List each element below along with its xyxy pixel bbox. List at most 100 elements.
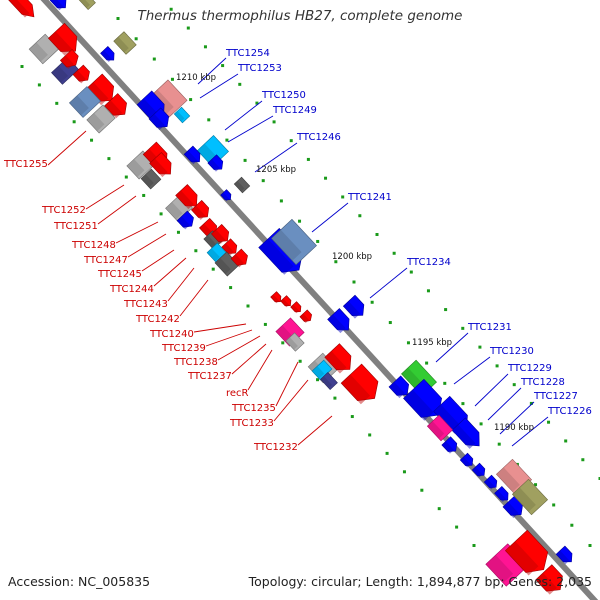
gene-glyph (471, 462, 486, 478)
gene-shadow (149, 113, 165, 131)
tick-mark (409, 270, 413, 274)
gene-shadow (484, 478, 495, 490)
gene-arrow (2, 0, 35, 18)
tick-mark (298, 359, 302, 363)
gene-glyph (211, 223, 230, 244)
reverse-leader-line (179, 279, 209, 317)
gene-arrow (471, 462, 486, 477)
tick-mark (385, 451, 389, 455)
gene-arrow (535, 564, 563, 592)
gene-glyph (483, 474, 498, 490)
tick-mark (588, 544, 592, 547)
gene-shadow (100, 50, 112, 62)
tick-mark (107, 157, 111, 161)
tick-mark (420, 488, 424, 492)
tick-mark (334, 260, 338, 264)
gene-shadow (234, 180, 245, 192)
reverse-gene-label: TTC1239 (161, 343, 206, 354)
gene-shadow (403, 389, 434, 421)
gene-glyph (183, 145, 201, 165)
gene-arrow (59, 49, 79, 68)
gene-glyph (78, 0, 96, 10)
tick-mark (529, 401, 533, 405)
forward-gene-label: TTC1241 (347, 192, 392, 203)
accession-text: Accession: NC_005835 (8, 574, 151, 589)
tick-mark (229, 286, 233, 290)
gene-glyph (504, 529, 549, 576)
gene-glyph (511, 478, 549, 516)
gene-shadow (207, 248, 220, 262)
gene-arrow (324, 343, 352, 370)
reverse-leader-line (47, 130, 87, 166)
gene-shadow (175, 190, 194, 210)
tick-mark (552, 503, 556, 507)
forward-gene-label: TTC1246 (296, 132, 341, 143)
tick-mark (324, 176, 328, 180)
gene-shadow (258, 238, 294, 275)
forward-gene-label: TTC1250 (261, 90, 306, 101)
ruler-label: 1210 kbp (176, 73, 216, 83)
forward-leader-line (199, 73, 239, 99)
gene-glyph (426, 414, 454, 442)
gene-glyph (502, 495, 524, 519)
tick-mark (388, 321, 392, 325)
forward-gene-label: TTC1249 (272, 105, 317, 116)
tick-mark (461, 402, 465, 406)
tick-mark (316, 378, 320, 382)
gene-arrow (230, 248, 248, 266)
gene-box (285, 332, 305, 352)
tick-mark (478, 345, 482, 349)
gene-glyph (220, 189, 232, 202)
reverse-leader-line (231, 343, 267, 375)
gene-shadow (427, 421, 445, 439)
gene-shadow (29, 42, 48, 62)
gene-glyph (290, 301, 302, 314)
reverse-leader-line (127, 233, 167, 258)
gene-glyph (49, 0, 67, 11)
gene-shadow (215, 257, 231, 275)
gene-arrow (441, 436, 458, 452)
forward-gene-label: TTC1227 (533, 391, 578, 402)
reverse-leader-line (217, 335, 261, 361)
tick-mark (279, 199, 283, 203)
gene-shadow (494, 490, 506, 502)
gene-arrow (327, 308, 350, 331)
forward-gene-label: TTC1253 (237, 63, 282, 74)
gene-arrow (220, 189, 232, 201)
reverse-gene-label: TTC1244 (109, 284, 154, 295)
gene-arrow (280, 295, 292, 307)
gene-glyph (113, 31, 137, 55)
tick-mark (341, 195, 345, 199)
gene-shadow (503, 501, 519, 519)
reverse-leader-line (247, 349, 273, 391)
map-title: Thermus thermophilus HB27, complete geno… (137, 8, 463, 24)
forward-gene-label: TTC1228 (520, 377, 565, 388)
gene-shadow (231, 254, 244, 268)
gene-shadow (48, 31, 72, 56)
gene-arrow (555, 545, 573, 563)
tick-mark (72, 120, 76, 124)
gene-shadow (556, 550, 570, 565)
tick-mark (370, 300, 374, 304)
reverse-leader-line (115, 221, 159, 244)
gene-glyph (555, 545, 573, 565)
tick-mark (333, 396, 337, 400)
tick-mark (170, 77, 174, 81)
gene-shadow (177, 216, 190, 230)
gene-shadow (50, 0, 64, 11)
gene-glyph (280, 295, 292, 308)
gene-shadow (271, 229, 302, 261)
gene-glyph (86, 104, 116, 134)
gene-arrow (100, 46, 115, 61)
gene-shadow (460, 456, 471, 468)
gene-shadow (126, 159, 145, 178)
forward-leader-line (511, 416, 549, 447)
gene-glyph (494, 486, 509, 502)
gene-shadow (270, 294, 280, 304)
gene-shadow (472, 466, 483, 478)
reverse-gene-label: TTC1251 (53, 221, 98, 232)
gene-glyph (175, 184, 198, 210)
reverse-gene-label: TTC1247 (83, 255, 128, 266)
forward-gene-label: TTC1230 (489, 346, 534, 357)
